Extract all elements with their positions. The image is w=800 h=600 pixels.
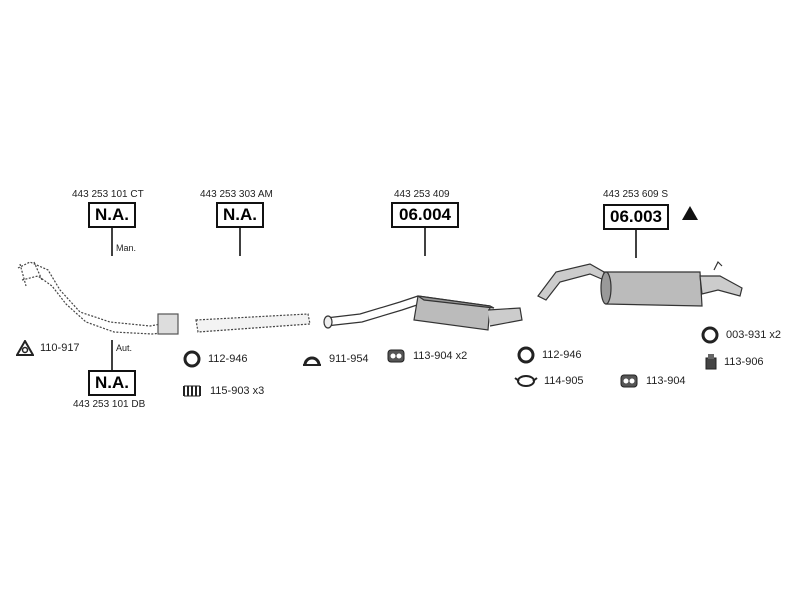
rear-silencer [537, 260, 743, 307]
front-pipe [17, 261, 179, 335]
accessory-112-946-b[interactable]: 112-946 [516, 345, 582, 365]
accessory-003-931[interactable]: 003-931 x2 [700, 325, 781, 345]
accessory-113-906[interactable]: 113-906 [704, 353, 764, 371]
triangle-gasket-icon [16, 340, 34, 356]
code-box-center-silencer[interactable]: 06.004 [391, 202, 459, 228]
accessory-label: 911-954 [329, 353, 369, 365]
note-manual: Man. [116, 243, 137, 253]
accessory-911-954[interactable]: 911-954 [301, 349, 369, 369]
accessory-label: 112-946 [208, 353, 248, 365]
clamp-icon [303, 356, 321, 366]
accessory-112-946-a[interactable]: 112-946 [182, 349, 248, 369]
accessory-label: 110-917 [40, 342, 80, 354]
spring-icon [183, 385, 201, 397]
accessory-label: 115-903 x3 [210, 385, 265, 397]
code-box-front-pipe[interactable]: N.A. [88, 202, 136, 228]
center-silencer [323, 295, 523, 331]
code-box-intermediate-pipe[interactable]: N.A. [216, 202, 264, 228]
warning-triangle-icon [682, 206, 698, 220]
pipe-clamp-icon [514, 375, 538, 387]
accessory-label: 113-904 [646, 375, 686, 387]
ring-gasket-icon [183, 350, 201, 368]
accessory-label: 003-931 x2 [726, 329, 782, 341]
part-number-rear-silencer: 443 253 609 S [603, 189, 669, 200]
accessory-115-903[interactable]: 115-903 x3 [182, 384, 264, 398]
part-number-center-silencer: 443 253 409 [394, 189, 450, 200]
ring-gasket-icon [701, 326, 719, 344]
rubber-mount-icon [620, 374, 638, 388]
accessory-114-905[interactable]: 114-905 [514, 374, 584, 388]
part-number-intermediate-pipe: 443 253 303 AM [200, 189, 273, 200]
accessory-113-904-x2[interactable]: 113-904 x2 [385, 346, 467, 366]
intermediate-pipe [195, 313, 311, 333]
accessory-label: 113-906 [724, 356, 764, 368]
accessory-label: 112-946 [542, 349, 582, 361]
code-box-front-pipe-aut[interactable]: N.A. [88, 370, 136, 396]
accessory-113-904[interactable]: 113-904 [618, 371, 686, 391]
code-box-rear-silencer[interactable]: 06.003 [603, 204, 669, 230]
accessory-label: 114-905 [544, 375, 584, 387]
ring-gasket-icon [517, 346, 535, 364]
accessory-label: 113-904 x2 [413, 350, 468, 362]
note-automatic: Aut. [116, 343, 133, 353]
part-number-front-pipe-aut: 443 253 101 DB [73, 399, 146, 410]
mount-cap-icon [705, 354, 717, 370]
rubber-mount-icon [387, 349, 405, 363]
part-number-front-pipe: 443 253 101 CT [72, 189, 144, 200]
accessory-110-917[interactable]: 110-917 [16, 340, 80, 356]
